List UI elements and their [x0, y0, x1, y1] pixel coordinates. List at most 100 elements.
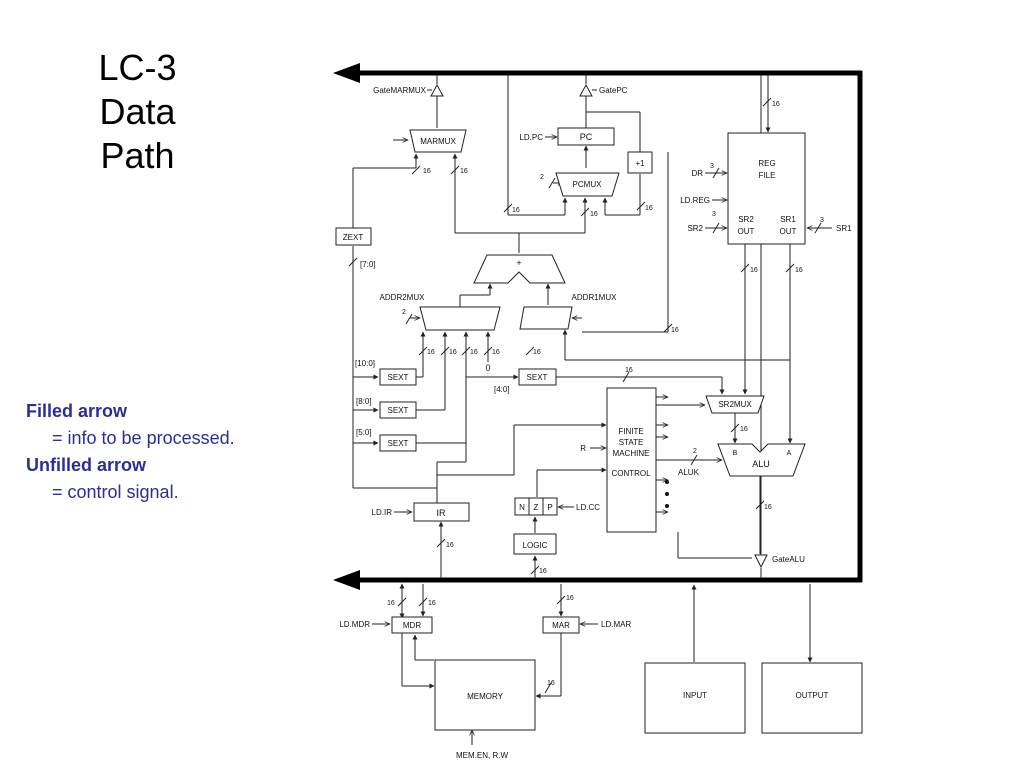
arrow-legend: Filled arrow = info to be processed. Unf… [26, 398, 316, 506]
bus-width-label: 16 [423, 168, 431, 175]
zext-unit: ZEXT [335, 227, 372, 246]
bus-width-slash [622, 371, 630, 383]
bus-width-label: 2 [693, 448, 697, 455]
sr1-label: SR1 [836, 224, 852, 233]
bus-width-slash [544, 682, 552, 694]
gate-pc-label: GatePC [599, 86, 628, 95]
bit-range-labels: [7:0] [10:0] [8:0] [5:0] [4:0] [355, 260, 510, 437]
memory-label: MEMORY [467, 692, 504, 701]
zext-label: ZEXT [343, 233, 364, 242]
bus-width-label: 3 [710, 163, 714, 170]
sr2-label: SR2 [687, 224, 703, 233]
unfilled-arrow-description: = control signal. [52, 482, 179, 502]
sext-8-0-label: SEXT [388, 406, 409, 415]
slide-title: LC-3 Data Path [60, 46, 215, 178]
bus-width-label: 16 [750, 267, 758, 274]
bus-width-slash [712, 222, 720, 234]
bus-width-slash [663, 323, 673, 333]
bus-width-slash [418, 346, 428, 356]
pc-label: PC [580, 132, 593, 142]
addr1mux: ADDR1MUX [519, 293, 618, 330]
regfile-label-1: REG [758, 159, 775, 168]
bus-width-slash [440, 346, 450, 356]
bus-width-label: 16 [566, 595, 574, 602]
sext-4-0-label: SEXT [527, 373, 548, 382]
bus-width-slash [785, 263, 795, 273]
sr1out-label-1: SR1 [780, 215, 796, 224]
pcmux-label: PCMUX [573, 180, 603, 189]
n-flag-label: N [519, 503, 525, 512]
bus-width-label: 16 [539, 568, 547, 575]
continuation-dots [665, 480, 669, 508]
bus-width-label: 3 [820, 217, 824, 224]
bus-width-slash [740, 263, 750, 273]
bus-width-slash [580, 207, 590, 217]
filled-arrow-description: = info to be processed. [52, 428, 235, 448]
logic-unit: LOGIC [513, 533, 557, 555]
gate-marmux-tristate [430, 83, 444, 97]
bus-width-slash [712, 167, 720, 179]
ld-mdr-label: LD.MDR [339, 620, 370, 629]
gate-alu-tristate [754, 554, 768, 569]
r-signal-label: R [580, 444, 586, 453]
bus-width-label: 16 [625, 367, 633, 374]
output-label: OUTPUT [796, 691, 829, 700]
bus-width-label: 16 [645, 205, 653, 212]
sext-5-0-label: SEXT [388, 439, 409, 448]
bus-width-slash [483, 346, 493, 356]
register-file: REG FILE SR2 OUT SR1 OUT [727, 132, 806, 245]
gate-marmux-label: GateMARMUX [373, 86, 427, 95]
mdr-register: MDR [391, 616, 433, 634]
adder-label: + [516, 258, 521, 268]
fsm-label-4: CONTROL [611, 469, 651, 478]
title-line-3: Path [100, 135, 175, 176]
bus-width-label: 2 [402, 309, 406, 316]
bus-width-slash [397, 597, 407, 607]
bus-width-slash [636, 201, 646, 211]
mar-register: MAR [542, 616, 580, 634]
sext-10-0: SEXT [379, 368, 417, 386]
zero-constant-label: 0 [485, 363, 490, 373]
regfile-label-2: FILE [759, 171, 776, 180]
bus-width-label: 16 [533, 349, 541, 356]
bus-width-slash [814, 222, 822, 234]
bit-range-4-0: [4:0] [494, 385, 510, 394]
bus-width-slash [530, 565, 540, 575]
plus-one-label: +1 [635, 159, 645, 168]
input-label: INPUT [683, 691, 707, 700]
pc-register: PC [557, 127, 615, 146]
bus-width-label: 16 [492, 349, 500, 356]
ld-cc-label: LD.CC [576, 503, 600, 512]
main-bus [333, 63, 863, 590]
fsm-label-3: MACHINE [613, 449, 650, 458]
bus-width-slash [503, 203, 513, 213]
bus-width-label: 16 [428, 600, 436, 607]
sr2mux: SR2MUX [705, 395, 765, 414]
title-line-1: LC-3 [98, 47, 177, 88]
bus-width-label: 16 [547, 680, 555, 687]
bus-width-label: 16 [795, 267, 803, 274]
bus-width-slash [730, 423, 740, 433]
bit-range-8-0: [8:0] [356, 397, 372, 406]
bus-width-slash [418, 597, 428, 607]
signal-labels: GateMARMUX GatePC LD.PC DR LD.REG SR2 SR… [339, 86, 852, 760]
output-block: OUTPUT [761, 662, 863, 734]
bus-width-slash [755, 500, 765, 510]
alu: ALU B A [717, 443, 806, 477]
bit-range-10-0: [10:0] [355, 359, 375, 368]
input-block: INPUT [644, 662, 746, 734]
addr1mux-label: ADDR1MUX [572, 293, 618, 302]
sext-8-0: SEXT [379, 401, 417, 419]
sr2mux-label: SR2MUX [718, 400, 752, 409]
aluk-label: ALUK [678, 468, 700, 477]
finite-state-machine: FINITE STATE MACHINE CONTROL [606, 387, 657, 533]
bus-width-slash [411, 165, 421, 175]
bit-range-5-0: [5:0] [356, 428, 372, 437]
bit-range-7-0: [7:0] [360, 260, 376, 269]
increment-unit: +1 [627, 151, 653, 174]
bus-width-label: 16 [470, 349, 478, 356]
bus-width-label: 16 [671, 327, 679, 334]
bus-width-slash [436, 538, 446, 548]
sext-4-0: SEXT [518, 368, 557, 386]
